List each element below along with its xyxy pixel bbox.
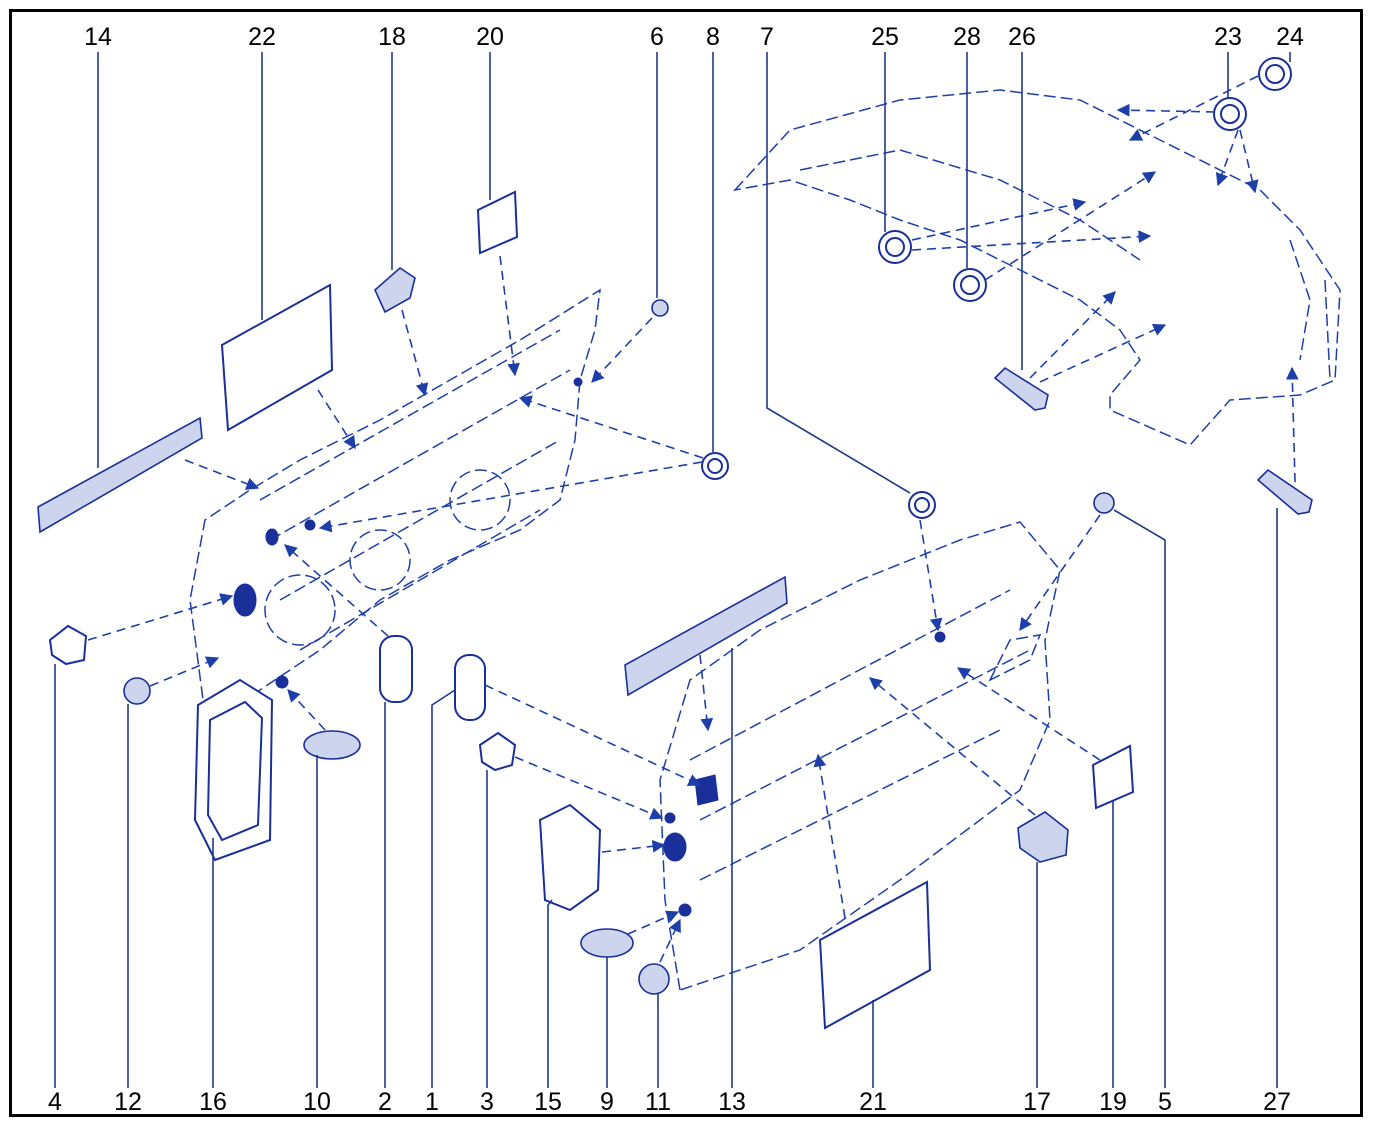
callout-26: 26 [1008,23,1036,51]
callout-23: 23 [1214,23,1242,51]
part-3-clip [478,731,517,772]
callout-9: 9 [600,1088,614,1116]
callout-27: 27 [1263,1088,1291,1116]
door-frame-assembly [732,89,1341,446]
rear-door-panel [659,521,1061,991]
top-callouts: 14 22 18 20 6 8 7 25 28 26 23 24 [84,23,1304,51]
part-15-housing [538,803,602,912]
callout-11: 11 [645,1088,671,1116]
callout-13: 13 [718,1088,746,1116]
part-6-plug [651,299,669,317]
callout-25: 25 [871,23,899,51]
diagram-frame [9,9,1363,1117]
assembly-arrows [87,75,1299,963]
part-9-grille [580,928,634,958]
callout-1: 1 [425,1088,439,1116]
callout-24: 24 [1276,23,1304,51]
part-1-cover [454,654,486,721]
part-18-block [374,266,416,314]
callout-19: 19 [1099,1088,1127,1116]
callout-2: 2 [378,1088,392,1116]
callout-14: 14 [84,23,112,51]
part-27-bracket [1256,468,1313,515]
part-13-strip [624,575,788,697]
part-19-pad [1091,744,1135,810]
callout-3: 3 [480,1088,494,1116]
callout-6: 6 [650,23,664,51]
part-5-plug [1093,492,1115,514]
callout-5: 5 [1158,1088,1172,1116]
callout-8: 8 [706,23,720,51]
callout-7: 7 [760,23,774,51]
part-20-pad [476,190,519,255]
callout-17: 17 [1023,1088,1051,1116]
part-17-block [1017,811,1069,863]
part-26-bracket [993,366,1049,411]
callout-12: 12 [114,1088,142,1116]
part-12-cap [123,677,151,705]
callout-22: 22 [248,23,276,51]
part-22-pad [220,283,334,432]
callout-28: 28 [953,23,981,51]
part-14-strip [37,416,203,534]
part-21-pad [818,880,932,1030]
part-2-cover [379,635,413,703]
bottom-callouts: 4 12 16 10 2 1 3 15 9 11 13 21 17 19 5 2… [48,1088,1291,1116]
callout-10: 10 [303,1088,331,1116]
callout-4: 4 [48,1088,62,1116]
front-door-panel [189,288,601,717]
callout-21: 21 [859,1088,887,1116]
part-10-grille [303,730,361,760]
leader-lines [54,52,1291,1088]
part-11-cap [638,963,670,995]
part-4-clip [48,624,88,666]
callout-15: 15 [534,1088,562,1116]
callout-18: 18 [378,23,406,51]
callout-20: 20 [476,23,504,51]
callout-16: 16 [199,1088,227,1116]
